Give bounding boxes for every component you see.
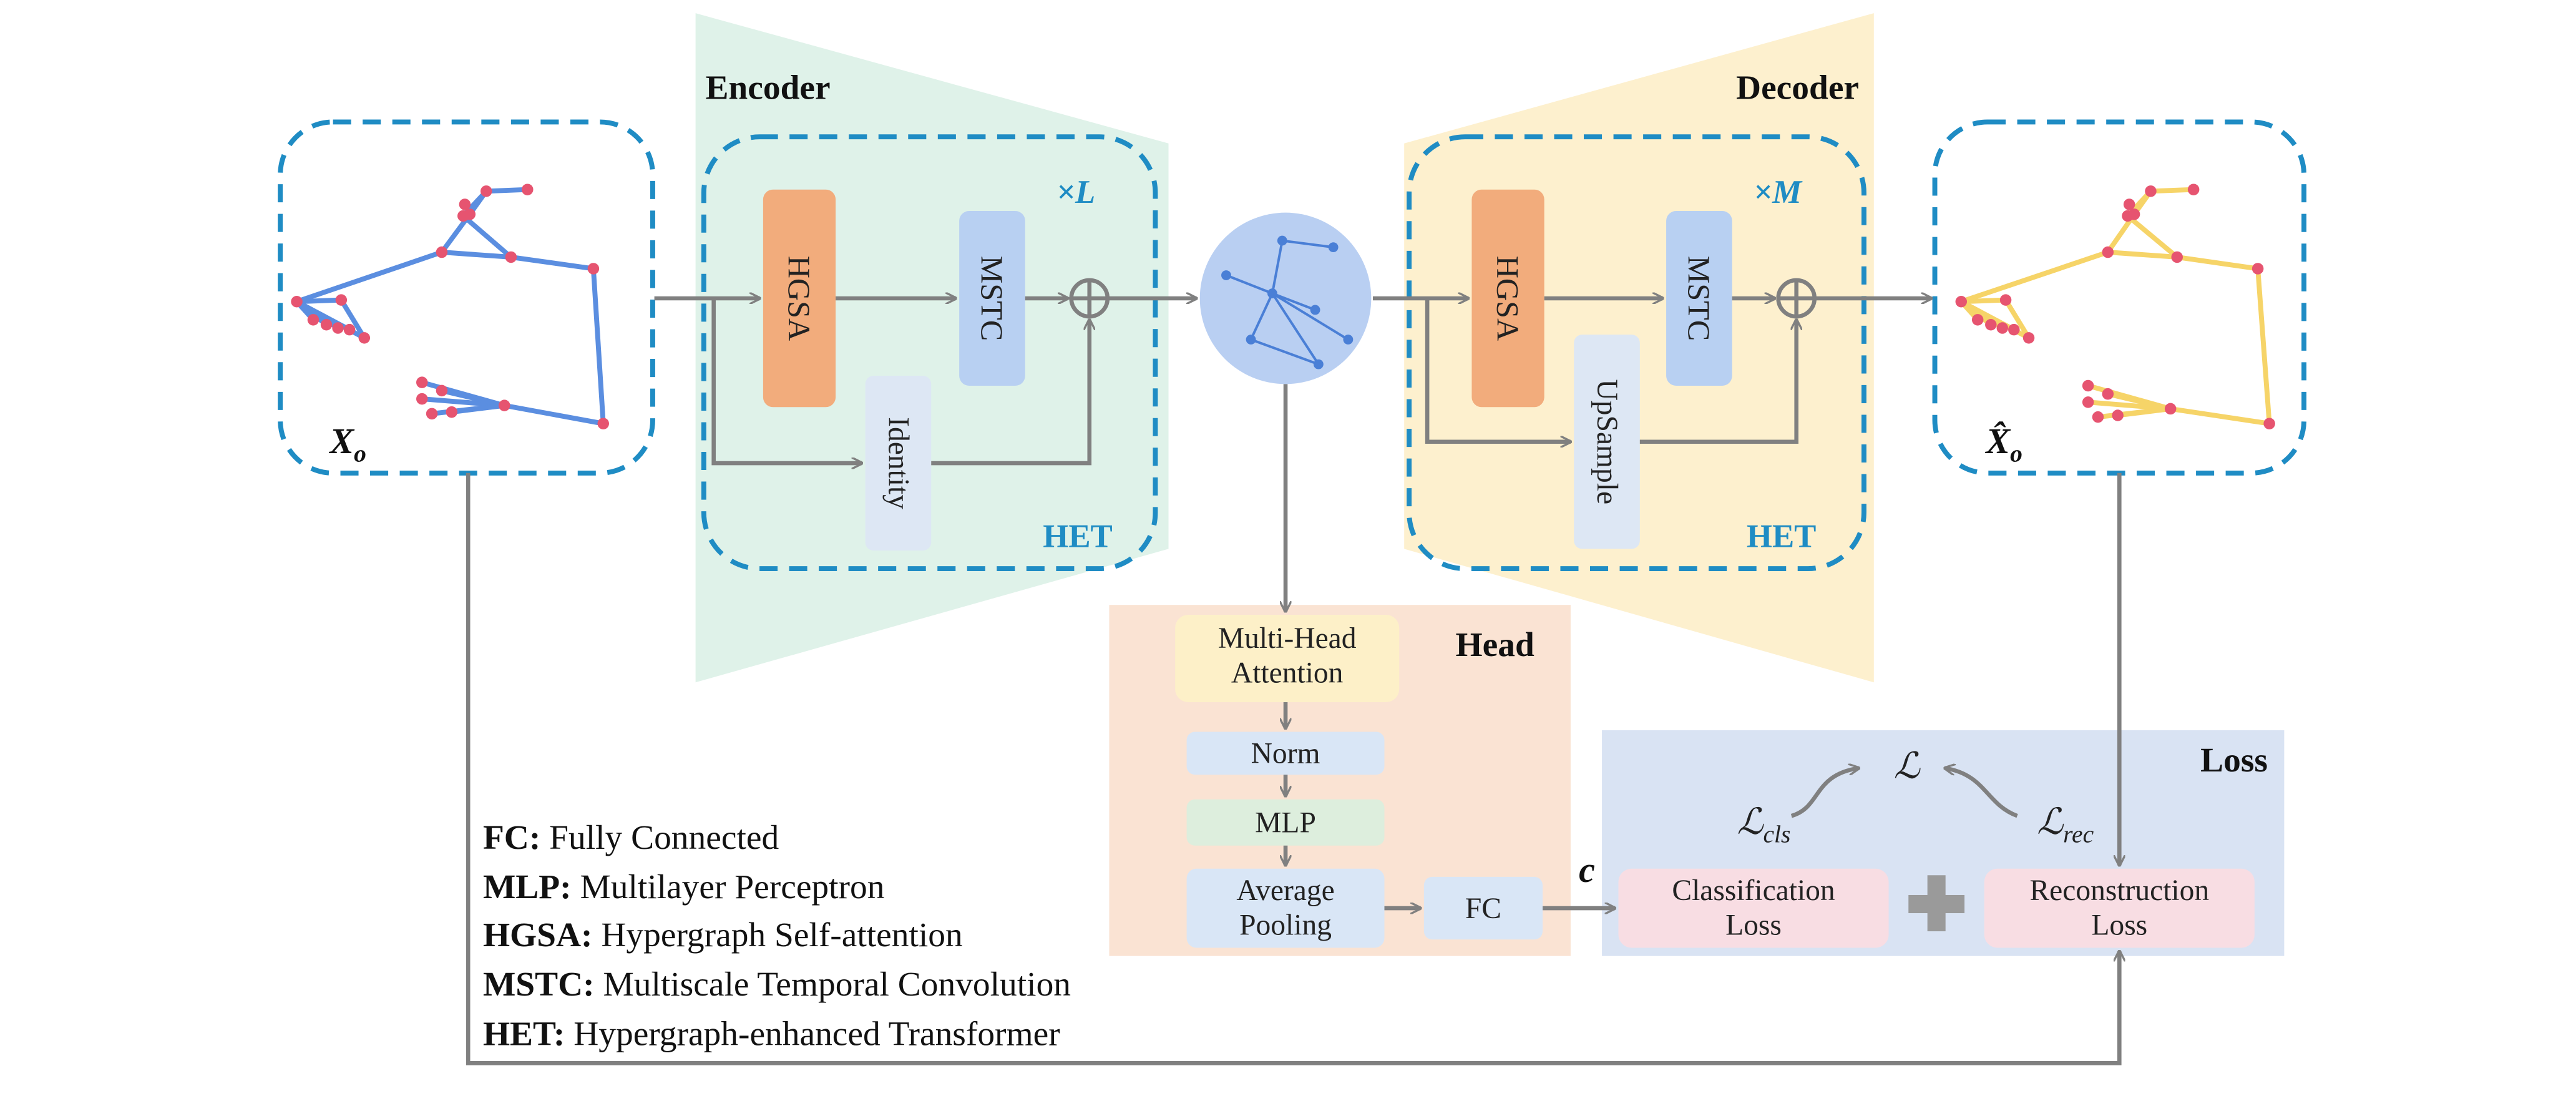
rec-to-total-curve — [1944, 768, 2018, 818]
cls-loss-symbol: ℒcls — [1737, 801, 1791, 848]
flow-arrows — [466, 298, 2119, 1065]
total-loss-symbol: ℒ — [1894, 745, 1921, 786]
decoder-upsample-block — [1574, 335, 1640, 549]
head-title: Head — [1456, 625, 1534, 663]
encoder-mstc-block — [959, 211, 1025, 386]
encoder-repeat-label: ×L — [1056, 174, 1095, 210]
legend-item-fc: FC: Fully Connected — [483, 818, 779, 856]
decoder-upsample-label: UpSample — [1591, 379, 1623, 504]
norm-label: Norm — [1251, 738, 1320, 770]
decoder-repeat-label: ×M — [1754, 174, 1803, 210]
plus-icon — [1908, 875, 1965, 932]
encoder-mstc-label: MSTC — [975, 256, 1010, 341]
legend-item-hgsa: HGSA: Hypergraph Self-attention — [483, 916, 963, 954]
cls-to-total-curve — [1790, 768, 1859, 818]
decoder-mstc-label: MSTC — [1682, 256, 1717, 341]
encoder-identity-label: Identity — [882, 417, 914, 509]
fc-label: FC — [1465, 893, 1501, 925]
pooling-block — [1186, 868, 1385, 948]
class-output-label: c — [1579, 849, 1595, 890]
encoder-identity-block — [865, 376, 932, 551]
latent-hypergraph-icon — [1226, 239, 1349, 366]
encoder-region — [695, 13, 1169, 683]
input-label: Xo — [328, 421, 366, 467]
decoder-hgsa-block — [1471, 189, 1544, 408]
reconstruction-loss-block — [1984, 868, 2255, 948]
classification-loss-block — [1618, 868, 1889, 948]
encoder-sum-icon — [1069, 278, 1110, 319]
latent-hypergraph-nodes — [1221, 235, 1354, 369]
legend: FC: Fully Connected MLP: Multilayer Perc… — [483, 818, 1071, 1052]
encoder-hgsa-label: HGSA — [782, 256, 817, 341]
input-skeleton-joints — [291, 184, 609, 429]
mlp-label: MLP — [1255, 807, 1316, 839]
decoder-hgsa-label: HGSA — [1491, 256, 1526, 341]
encoder-hgsa-block — [763, 189, 836, 408]
encoder-title: Encoder — [705, 68, 830, 106]
decoder-mstc-block — [1666, 211, 1732, 386]
fc-block — [1423, 876, 1543, 940]
legend-item-mstc: MSTC: Multiscale Temporal Convolution — [483, 965, 1071, 1003]
decoder-het-label: HET — [1747, 519, 1817, 555]
output-label: X̂o — [1984, 421, 2022, 467]
rec-loss-symbol: ℒrec — [2037, 801, 2094, 848]
decoder-het-box — [1407, 134, 1866, 572]
loss-title: Loss — [2200, 741, 2268, 779]
norm-block — [1186, 732, 1385, 775]
mha-block — [1175, 615, 1400, 702]
legend-item-het: HET: Hypergraph-enhanced Transformer — [483, 1014, 1060, 1052]
output-skeleton-joints — [1955, 184, 2275, 429]
legend-item-mlp: MLP: Multilayer Perceptron — [483, 868, 885, 906]
encoder-het-label: HET — [1043, 519, 1113, 555]
decoder-title: Decoder — [1736, 68, 1859, 106]
decoder-sum-icon — [1776, 278, 1817, 319]
mlp-block — [1186, 799, 1385, 846]
